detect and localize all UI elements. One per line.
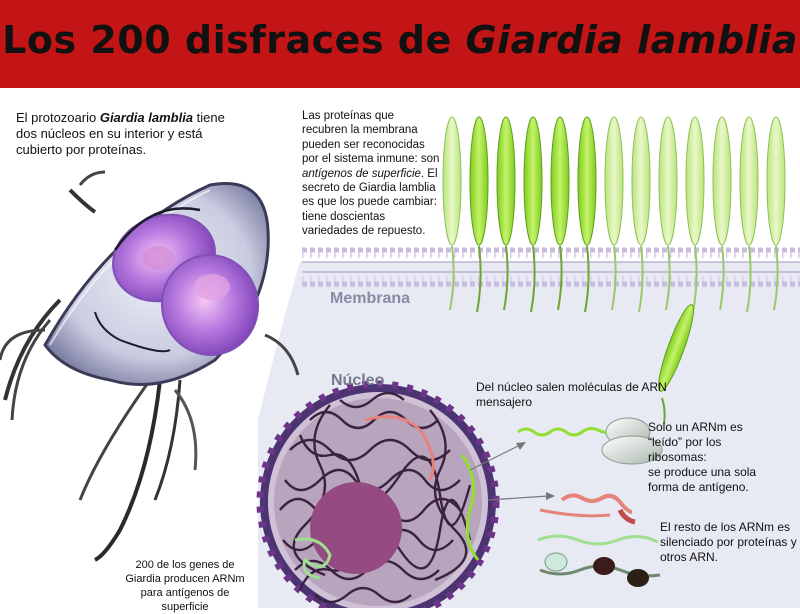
membrane-bilayer xyxy=(302,247,800,287)
ribosome-text: Solo un ARNm es “leído” por los ribosoma… xyxy=(648,420,757,494)
arrows xyxy=(469,442,555,501)
silenced-mrnas xyxy=(537,493,661,587)
membrane-label: Membrana xyxy=(330,290,411,307)
silenced-text: El resto de los ARNm es silenciado por p… xyxy=(660,520,797,564)
giardia-cell xyxy=(0,170,300,562)
genes-text: 200 de los genes de Giardia producen ARN… xyxy=(125,559,245,613)
nucleus xyxy=(256,380,500,608)
proteins-text: Las proteínas que recubren la membrana p… xyxy=(302,110,440,238)
ribosome xyxy=(601,304,694,465)
page-title: Los 200 disfraces de Giardia lamblia xyxy=(2,18,798,62)
intro-text: El protozoario Giardia lamblia tiene dos… xyxy=(16,110,225,157)
title-banner xyxy=(0,0,800,88)
mrna-exit-text: Del núcleo salen moléculas de ARN mensaj… xyxy=(476,380,667,409)
nucleus-label: Núcleo xyxy=(331,372,385,389)
surface-proteins xyxy=(442,116,786,313)
